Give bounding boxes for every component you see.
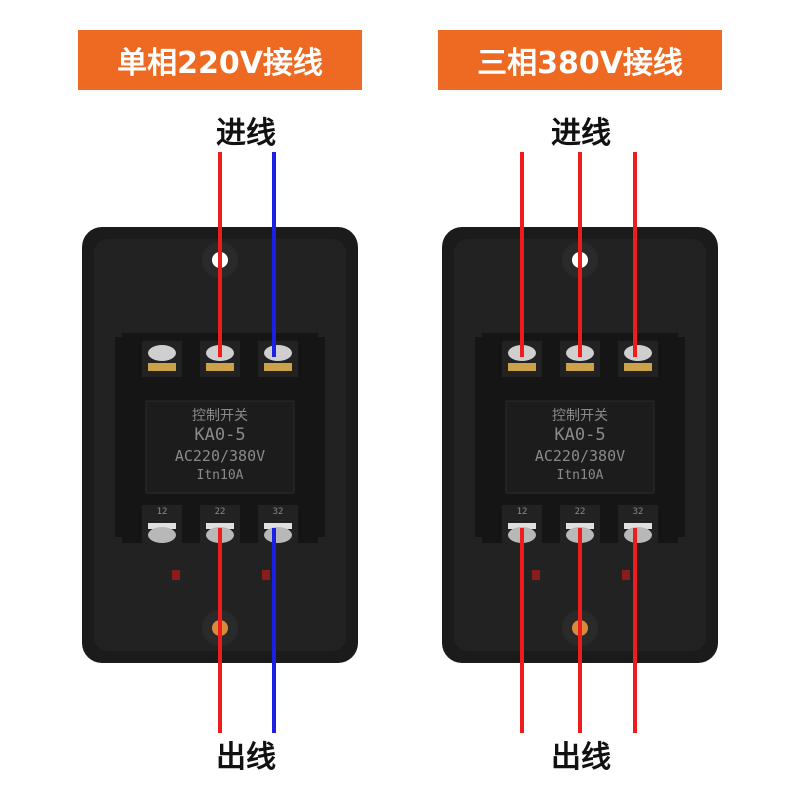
three-phase-title: 三相380V接线 [438, 30, 722, 90]
left-out-wire-blue [272, 528, 276, 733]
right-device-name: 控制开关 [552, 408, 608, 424]
left-terminal-12: 12 [156, 507, 168, 517]
left-device-model: KA0-5 [194, 425, 246, 445]
right-out-wire-1 [520, 528, 524, 733]
left-device-name: 控制开关 [192, 408, 248, 424]
right-out-wire-2 [578, 528, 582, 733]
right-out-label: 出线 [551, 740, 611, 775]
left-out-wire-red [218, 528, 222, 733]
left-in-wire-red [218, 152, 222, 357]
right-device-model: KA0-5 [554, 425, 606, 445]
right-device-voltage: AC220/380V [534, 447, 626, 465]
right-terminal-22: 22 [574, 507, 586, 517]
left-out-label: 出线 [216, 740, 276, 775]
left-device-current: Itn10A [196, 468, 244, 483]
single-phase-title: 单相220V接线 [78, 30, 362, 90]
right-terminal-32: 32 [632, 507, 644, 517]
left-terminal-22: 22 [214, 507, 226, 517]
left-device-voltage: AC220/380V [174, 447, 266, 465]
right-in-wire-1 [520, 152, 524, 357]
left-switch-panel [82, 227, 358, 663]
right-in-label: 进线 [551, 116, 611, 151]
right-terminal-12: 12 [516, 507, 528, 517]
left-in-wire-blue [272, 152, 276, 357]
right-switch-panel [442, 227, 718, 663]
left-terminal-32: 32 [272, 507, 284, 517]
right-device-current: Itn10A [556, 468, 604, 483]
right-in-wire-2 [578, 152, 582, 357]
right-out-wire-3 [633, 528, 637, 733]
right-in-wire-3 [633, 152, 637, 357]
left-in-label: 进线 [216, 116, 276, 151]
